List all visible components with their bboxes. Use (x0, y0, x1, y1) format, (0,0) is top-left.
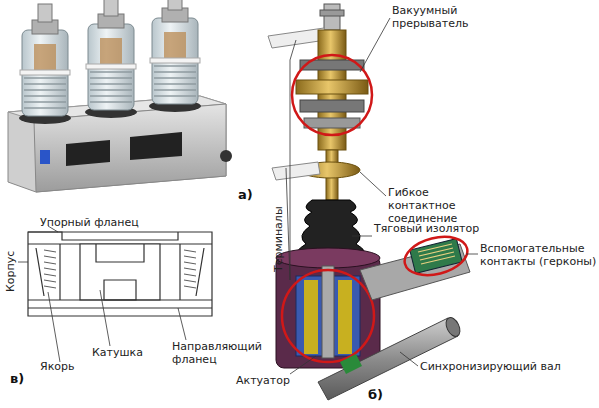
breaker-photo (8, 0, 232, 192)
panel-letter: б) (368, 388, 398, 401)
part-name: Якорь (40, 360, 100, 373)
part-name: Направляющий фланец (172, 340, 262, 366)
part-name: Актуатор (236, 374, 316, 387)
part-name: Вакуумный прерыватель (392, 4, 482, 30)
part-name: Корпус (4, 251, 17, 292)
leader-line (18, 226, 186, 362)
part-name: Катушка (92, 346, 162, 359)
part-name: Терминалы (272, 206, 285, 272)
part-name: Синхронизирующий вал (420, 360, 590, 373)
panel-letter: а) (238, 188, 268, 201)
part-name: Упорный фланец (40, 216, 180, 229)
actuator-section (28, 232, 212, 316)
part-name: Тяговый изолятор (374, 222, 504, 235)
part-name: Гибкое контактное соединение (388, 186, 498, 225)
leader-line (286, 18, 478, 374)
part-name: Вспомогательные контакты (герконы) (480, 242, 598, 268)
panel-letter: в) (10, 372, 40, 385)
